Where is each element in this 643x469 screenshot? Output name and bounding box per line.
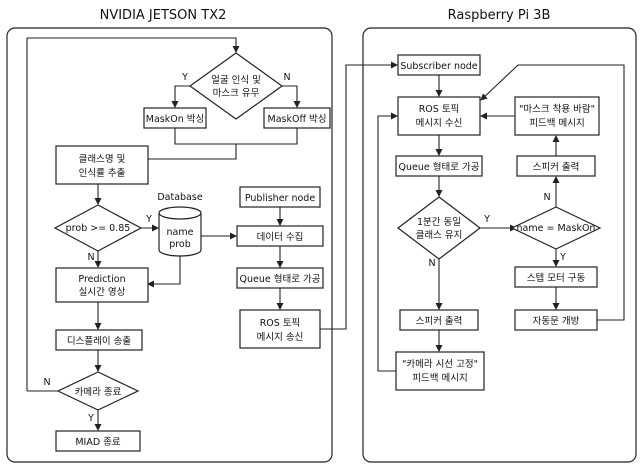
speaker-out-right-label: 스피커 출력 <box>533 161 580 173</box>
same-class-line2: 클래스 유지 <box>416 230 463 241</box>
maskoff-label: MaskOff 박싱 <box>268 114 327 125</box>
prediction-box <box>55 267 149 303</box>
prediction-line1: Prediction <box>78 274 125 285</box>
prediction-line2: 실시간 영상 <box>79 287 126 298</box>
miad-end-label: MIAD 종료 <box>75 437 121 448</box>
ros-receive-line2: 메시지 수신 <box>416 118 463 129</box>
class-extract-box <box>55 145 149 185</box>
ros-send-box <box>239 309 321 349</box>
mask-feedback-line1: "마스크 착용 바람" <box>519 103 595 115</box>
database-field-prob: prob <box>169 239 191 250</box>
left-panel-title: NVIDIA JETSON TX2 <box>100 8 227 23</box>
arrow-to-maskon <box>171 85 190 108</box>
maskon-merge-line <box>174 128 236 145</box>
class-extract-line2: 인식률 추출 <box>79 168 126 179</box>
auto-door-label: 자동문 개방 <box>533 316 580 327</box>
speaker-out-left-label: 스피커 출력 <box>416 315 463 327</box>
database-cylinder <box>158 206 202 257</box>
face-mask-decision <box>188 52 284 120</box>
same-class-decision <box>397 196 481 260</box>
camera-feedback-line2: 피드백 메시지 <box>412 373 467 384</box>
display-box <box>55 329 143 351</box>
name-decision-label: name = MaskOn <box>517 223 596 234</box>
data-collect-label: 데이터 수집 <box>257 231 304 243</box>
name-no-label: N <box>543 192 550 203</box>
ros-send-line1: ROS 토픽 <box>260 318 301 329</box>
same-class-line1: 1분간 동일 <box>417 217 461 228</box>
database-field-name: name <box>167 227 194 238</box>
mask-feedback-line2: 피드백 메시지 <box>529 118 584 129</box>
arrow-door-loop-back <box>480 64 625 321</box>
ros-receive-line1: ROS 토픽 <box>419 104 460 115</box>
display-label: 디스플레이 송출 <box>67 336 131 347</box>
database-title: Database <box>157 192 202 203</box>
left-queue-label: Queue 형태로 가공 <box>240 274 321 285</box>
face-no-label: N <box>283 72 290 83</box>
prob-yes-label: Y <box>145 214 152 225</box>
arrow-to-maskoff <box>282 85 301 108</box>
right-queue-label: Queue 형태로 가공 <box>399 162 480 173</box>
prob-decision-label: prob >= 0.85 <box>66 223 131 234</box>
same-no-label: N <box>428 258 435 269</box>
ros-receive-box <box>397 96 481 136</box>
raspberry-panel <box>362 27 637 463</box>
step-motor-label: 스텝 모터 구동 <box>527 272 586 284</box>
jetson-panel <box>6 27 333 463</box>
arrow-feedback-loop-left <box>377 112 398 372</box>
class-extract-line1: 클래스명 및 <box>79 153 126 165</box>
loop-back-arrow <box>26 37 240 391</box>
arrow-db-to-prediction <box>147 256 181 288</box>
camera-end-label: 카메라 종료 <box>75 387 122 398</box>
face-yes-label: Y <box>181 72 188 83</box>
face-decision-line2: 마스크 유무 <box>213 88 260 99</box>
camera-no-label: N <box>43 377 50 388</box>
right-panel-title: Raspberry Pi 3B <box>448 8 551 23</box>
mask-feedback-box <box>514 96 600 136</box>
cross-panel-arrow <box>320 61 398 330</box>
publisher-node-label: Publisher node <box>245 193 315 204</box>
subscriber-node-label: Subscriber node <box>400 61 477 72</box>
prob-no-label: N <box>87 252 94 263</box>
camera-feedback-box <box>395 351 485 391</box>
face-decision-line1: 얼굴 인식 및 <box>211 74 261 86</box>
ros-send-line2: 메시지 송신 <box>257 332 304 343</box>
name-yes-label: Y <box>559 252 566 263</box>
camera-feedback-line1: "카메라 시선 고정" <box>402 359 478 370</box>
camera-yes-label: Y <box>87 413 94 424</box>
miad-end-box <box>55 430 141 452</box>
maskon-label: MaskOn 박싱 <box>146 114 204 125</box>
same-yes-label: Y <box>483 214 490 225</box>
